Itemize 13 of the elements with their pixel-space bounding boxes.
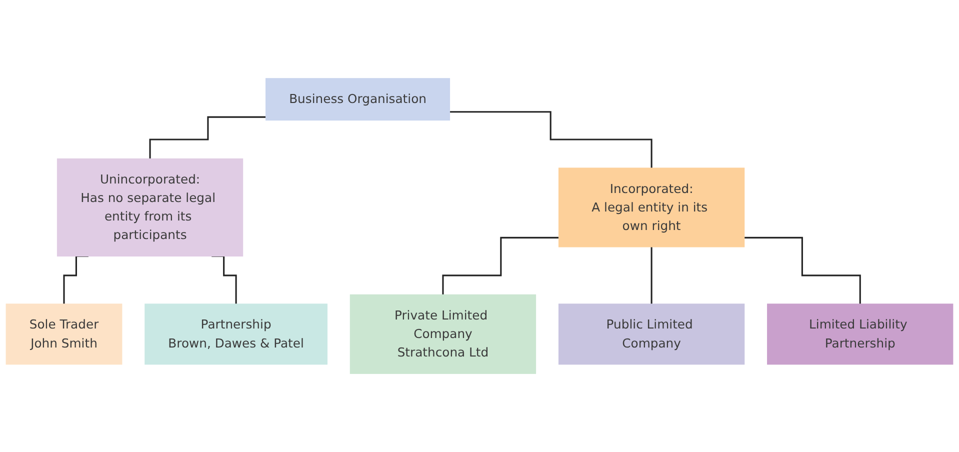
connector (450, 111, 652, 169)
node-box: Public Limited Company (558, 304, 745, 365)
node-box: Private Limited Company Strathcona Ltd (350, 294, 536, 374)
node-box: Limited Liability Partnership (767, 304, 954, 365)
node-box: Incorporated: A legal entity in its own right (558, 168, 745, 248)
connector (442, 236, 559, 296)
node-box: Sole Trader John Smith (6, 304, 122, 365)
connector (149, 116, 266, 160)
node-box: Partnership Brown, Dawes & Patel (144, 304, 328, 365)
node-box: Business Organisation (266, 78, 450, 121)
connector (650, 246, 652, 305)
node-box: Unincorporated: Has no separate legal entity from its participants (56, 158, 244, 256)
connector (744, 236, 861, 305)
